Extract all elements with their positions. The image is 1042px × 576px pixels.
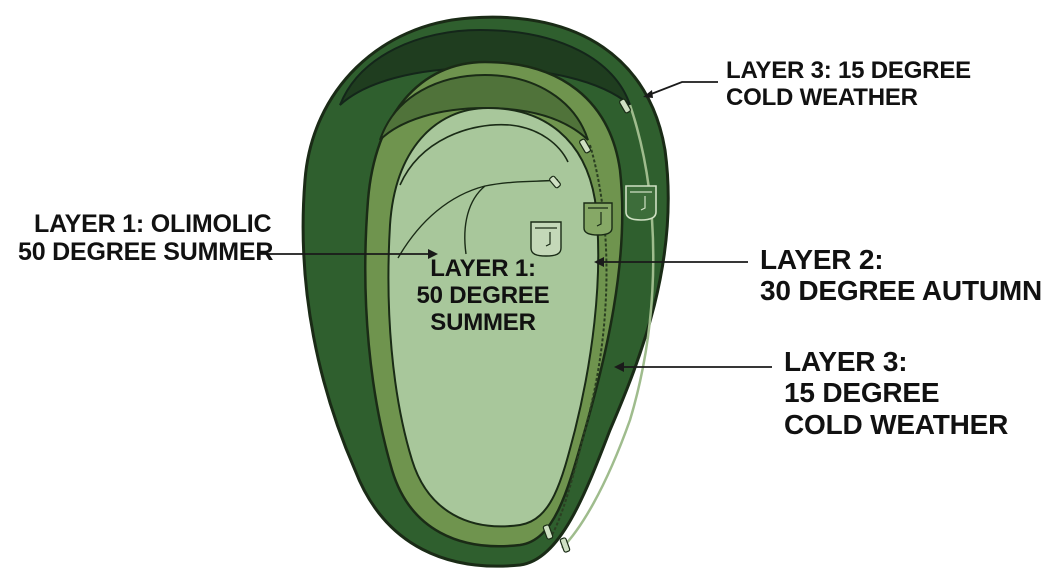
inner-layer-shell: [387, 106, 600, 528]
label-line: LAYER 3: 15 DEGREE: [726, 57, 971, 84]
leader-lines: [258, 81, 772, 372]
label-line: LAYER 2:: [760, 244, 884, 275]
pocket-icon: [530, 221, 562, 257]
label-layer3-top: LAYER 3: 15 DEGREE COLD WEATHER: [726, 57, 971, 112]
pocket-icon: [625, 185, 657, 221]
label-line: 30 DEGREE AUTUMN: [760, 275, 1042, 307]
leader-top-right: [645, 81, 718, 97]
label-line: COLD WEATHER: [726, 83, 918, 111]
label-line: LAYER 1:: [430, 255, 536, 282]
inner-hood-fold-2: [464, 185, 486, 255]
label-layer1-center: LAYER 1: 50 DEGREE SUMMER: [416, 255, 550, 337]
pocket-icon: [583, 202, 613, 236]
label-line: 15 DEGREE: [784, 377, 940, 409]
label-layer2-right: LAYER 2: 30 DEGREE AUTUMN: [760, 244, 1042, 307]
label-layer1-left: LAYER 1: OLIMOLIC 50 DEGREE SUMMER: [18, 210, 273, 266]
zipper-pull-icon: [542, 98, 631, 553]
label-line: SUMMER: [430, 308, 536, 336]
label-line: COLD WEATHER: [784, 408, 1009, 440]
label-line: 50 DEGREE SUMMER: [18, 238, 274, 266]
outer-zipper-line: [561, 104, 655, 549]
label-line: LAYER 1: OLIMOLIC: [34, 210, 272, 238]
label-layer3-right: LAYER 3: 15 DEGREE COLD WEATHER: [784, 346, 1008, 440]
label-line: 50 DEGREE: [416, 281, 550, 309]
inner-hood-curve: [399, 123, 569, 186]
label-line: LAYER 3:: [784, 346, 908, 377]
